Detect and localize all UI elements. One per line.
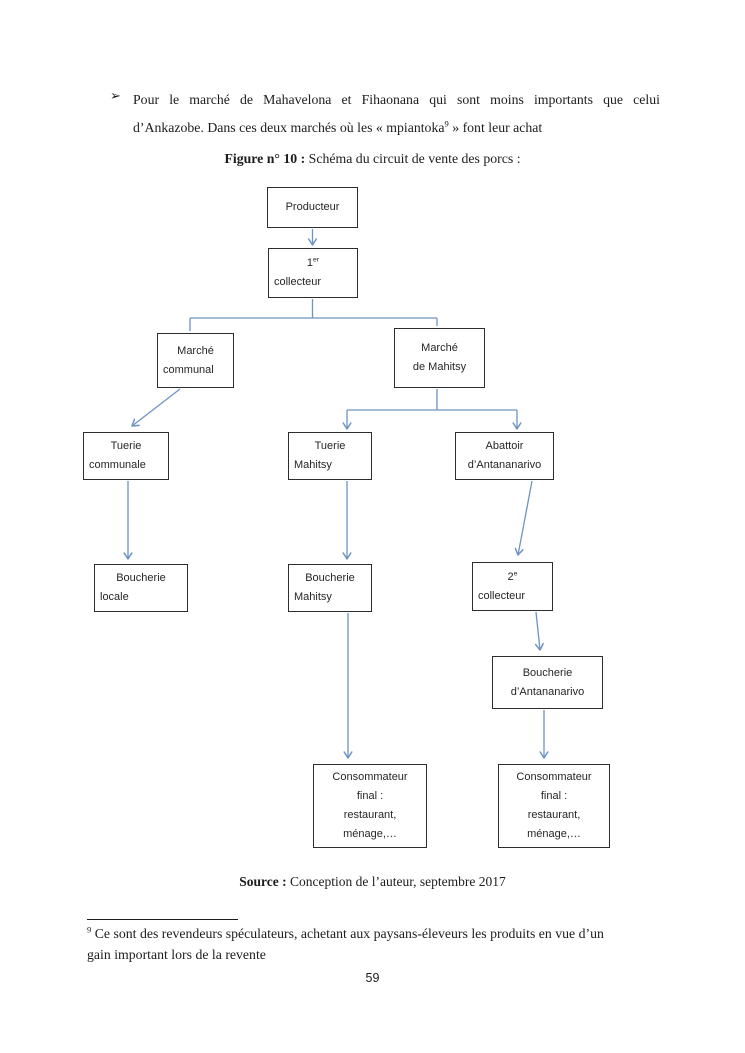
node-label: communale [89,459,146,471]
node-label: Mahitsy [294,591,332,603]
connector-arrow [131,388,181,427]
node-label: Tuerie [110,440,142,452]
node-label: Boucherie [305,572,355,584]
source-text: Conception de l’auteur, septembre 2017 [286,874,506,889]
diagram-node-collecteur-1: 1er collecteur [268,248,358,298]
node-label: Mahitsy [294,459,332,471]
node-label: de Mahitsy [412,361,467,373]
diagram-node-boucherie-antananarivo: Boucherie d’Antananarivo [492,656,603,709]
node-label: ménage,… [527,828,581,840]
node-label: collecteur [274,276,322,288]
node-label: d’Antananarivo [467,459,542,471]
diagram-node-consommateur-final-right: Consommateur final : restaurant, ménage,… [498,764,610,848]
diagram-node-boucherie-locale: Boucherie locale [94,564,188,612]
diagram-node-marche-communal: Marché communal [157,333,234,388]
node-label: Consommateur [516,771,592,783]
node-label: restaurant, [343,809,397,821]
intro-text: Pour le marché de Mahavelona et Fihaonan… [133,86,660,142]
node-label: 2e [507,569,518,583]
footnote-reference: 9 [444,118,449,129]
figure-caption-label: Figure n° 10 : [224,151,306,166]
footnote-marker: 9 [87,924,92,935]
node-label: locale [100,591,129,603]
diagram-node-marche-mahitsy: Marché de Mahitsy [394,328,485,388]
node-label: Tuerie [314,440,346,452]
node-label: d’Antananarivo [510,685,585,698]
node-label: communal [163,363,214,376]
diagram-node-collecteur-2: 2e collecteur [472,562,553,611]
figure-caption: Figure n° 10 : Schéma du circuit de vent… [0,151,745,167]
connector-line [189,299,438,331]
diagram-node-abattoir-antananarivo: Abattoir d’Antananarivo [455,432,554,480]
ordinal-suffix: e [513,569,518,577]
source-line: Source : Conception de l’auteur, septemb… [0,874,745,890]
footnote: 9 Ce sont des revendeurs spéculateurs, a… [87,924,604,962]
node-label: collecteur [478,589,526,602]
node-label: Boucherie [116,572,166,584]
connector-arrow [534,611,544,651]
node-label: Abattoir [485,440,524,452]
figure-caption-title: Schéma du circuit de vente des porcs : [305,151,521,166]
connector-arrow [514,480,533,556]
node-label: Marché [177,344,214,357]
node-label: final : [540,790,568,802]
node-label: Producteur [285,201,340,213]
intro-line-1: Pour le marché de Mahavelona et Fihaonan… [133,92,660,107]
footnote-separator [87,919,238,920]
intro-paragraph: ➢ Pour le marché de Mahavelona et Fihaon… [110,86,660,142]
bullet-arrow-icon: ➢ [110,88,121,103]
node-label: Marché [421,342,458,354]
node-label: Consommateur [332,771,408,783]
node-label: Boucherie [522,666,573,679]
node-label: final : [356,790,384,802]
connector-line [347,389,517,411]
page-number: 59 [365,971,380,985]
node-label: 1er [306,256,320,269]
source-label: Source : [239,874,287,889]
node-label: ménage,… [343,828,397,840]
diagram-node-tuerie-communale: Tuerie communale [83,432,169,480]
intro-line-2: d’Ankazobe. Dans ces deux marchés où les… [133,118,543,135]
diagram-node-consommateur-final-left: Consommateur final : restaurant, ménage,… [313,764,427,848]
diagram-node-producteur: Producteur [267,187,358,228]
node-label: restaurant, [527,809,581,821]
ordinal-suffix: er [313,256,320,264]
